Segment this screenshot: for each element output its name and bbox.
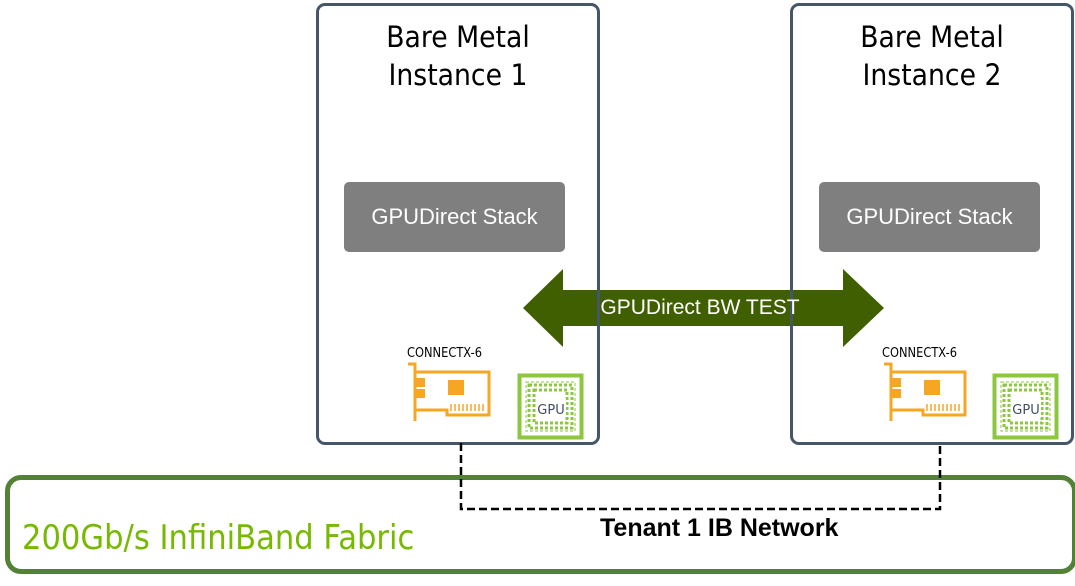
network-card-icon [884,362,967,421]
nic-label-2: CONNECTX-6 [882,346,957,361]
gpu-chip-icon [992,373,1059,440]
instance-title: Bare Metal Instance 1 [330,18,586,94]
bw-test-arrow [523,269,884,347]
gpu-label-2: GPU [1012,403,1039,418]
tenant-network-label: Tenant 1 IB Network [600,514,839,542]
bare-metal-instance-1: Bare Metal Instance 1 [316,3,600,445]
instance-title-line1: Bare Metal [860,20,1004,54]
instance-title-line2: Instance 2 [862,58,1002,92]
nic-label-1: CONNECTX-6 [407,346,482,361]
gpu-label-1: GPU [537,403,564,418]
bw-test-label: GPUDirect BW TEST [600,296,800,319]
instance-title-line1: Bare Metal [386,20,530,54]
instance-title: Bare Metal Instance 2 [804,18,1060,94]
fabric-label: 200Gb/s InfiniBand Fabric [22,518,415,558]
gpudirect-stack-2: GPUDirect Stack [819,182,1040,252]
infiniband-fabric [5,475,1075,574]
network-card-icon [408,362,491,421]
bare-metal-instance-2: Bare Metal Instance 2 [790,3,1074,445]
gpu-chip-icon [517,373,584,440]
instance-title-line2: Instance 1 [388,58,528,92]
gpudirect-stack-1: GPUDirect Stack [344,182,565,252]
tenant-network-link [459,443,942,511]
